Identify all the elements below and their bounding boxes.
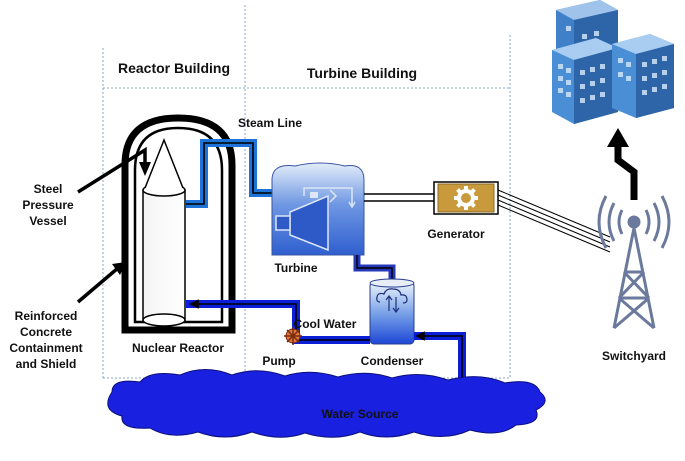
steam-line-label: Steam Line <box>238 116 302 130</box>
generator-label: Generator <box>427 227 485 241</box>
city-buildings-icon <box>552 0 674 124</box>
steel-pressure-vessel-label-3: Vessel <box>29 214 66 228</box>
containment-label-4: and Shield <box>16 357 77 371</box>
condenser-label: Condenser <box>361 354 424 368</box>
callout-arrows <box>76 146 147 304</box>
containment-label-2: Concrete <box>20 325 72 339</box>
containment-shield <box>121 114 236 334</box>
containment-label-1: Reinforced <box>15 309 78 323</box>
intake-pipe <box>414 331 466 392</box>
turbine-generator-shaft <box>364 193 436 202</box>
switchyard-label: Switchyard <box>602 349 666 363</box>
turbine-label: Turbine <box>274 261 317 275</box>
generator <box>433 181 499 215</box>
reactor-building-title: Reactor Building <box>118 60 230 76</box>
nuclear-reactor-label: Nuclear Reactor <box>132 341 224 355</box>
building-frames <box>102 5 511 379</box>
reactor-core <box>142 137 186 327</box>
cool-water-pipe <box>186 299 370 344</box>
cloud-exchange-icon <box>376 288 408 313</box>
steel-pressure-vessel <box>133 126 224 324</box>
gear-icon <box>454 186 478 210</box>
water-source <box>107 369 546 438</box>
pump-impeller-icon <box>284 327 302 345</box>
vessel-arrow-head <box>139 162 151 176</box>
cool-water-label: Cool Water <box>294 317 357 331</box>
transmission-tower-icon <box>597 195 671 330</box>
steel-pressure-vessel-label-2: Pressure <box>22 198 74 212</box>
water-source-label: Water Source <box>322 407 399 421</box>
condenser <box>369 278 415 345</box>
turbine-building-title: Turbine Building <box>307 65 417 81</box>
turbine <box>271 162 365 256</box>
transmission-lines <box>497 189 611 253</box>
containment-label-3: Containment <box>9 341 82 355</box>
containment-arrow-head <box>112 262 126 275</box>
steel-pressure-vessel-label-1: Steel <box>34 182 63 196</box>
supply-arrow <box>607 128 638 200</box>
pump-label: Pump <box>262 354 295 368</box>
